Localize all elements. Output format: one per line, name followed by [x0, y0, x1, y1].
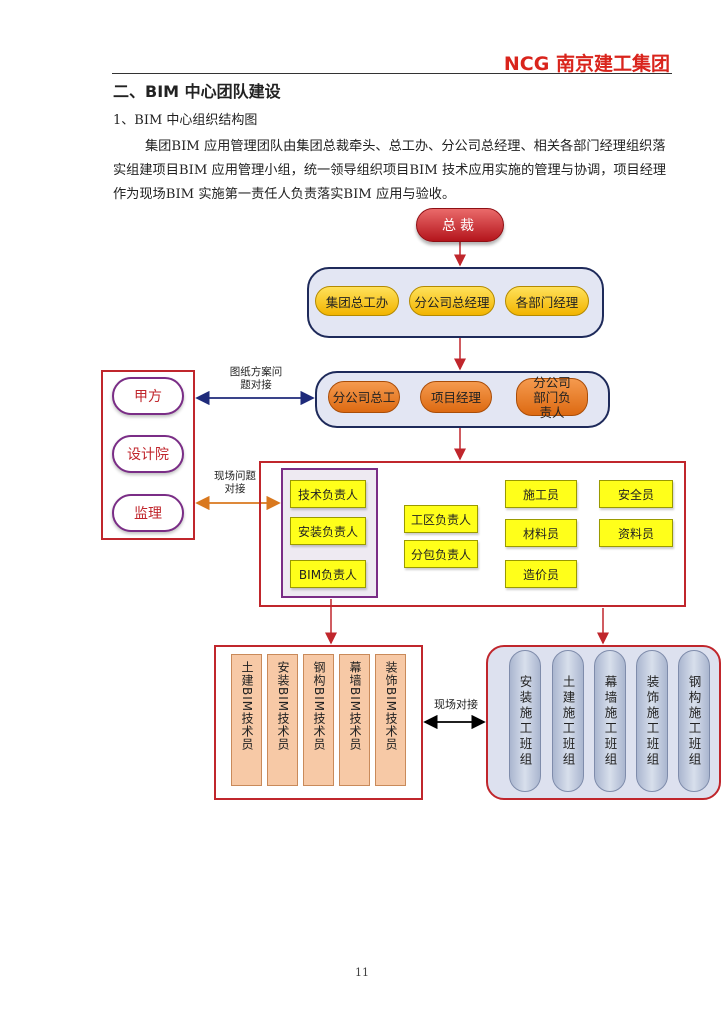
node-curtain-wall-team: 幕墙施工班组: [594, 650, 626, 792]
node-cost-estimator: 造价员: [505, 560, 577, 588]
label-drawing-coordination: 图纸方案问题对接: [229, 366, 283, 391]
subsection-title: 1、BIM 中心组织结构图: [113, 113, 258, 128]
section-title: 二、BIM 中心团队建设: [113, 82, 281, 101]
page-number: 11: [355, 966, 369, 979]
brand-code: NCG: [503, 53, 550, 75]
label-site-coordination: 现场对接: [434, 698, 478, 711]
node-project-manager: 项目经理: [420, 381, 492, 413]
node-installation-bim-tech: 安装BIM技术员: [267, 654, 298, 786]
node-steel-team: 钢构施工班组: [678, 650, 710, 792]
node-curtain-wall-bim-tech: 幕墙BIM技术员: [339, 654, 370, 786]
node-design-institute: 设计院: [112, 435, 184, 473]
node-group-chief-engineer-office: 集团总工办: [315, 286, 399, 316]
project-team-box: [259, 461, 686, 607]
node-president: 总裁: [416, 208, 504, 242]
node-bim-lead: BIM负责人: [290, 560, 366, 588]
node-decoration-team: 装饰施工班组: [636, 650, 668, 792]
node-department-managers: 各部门经理: [505, 286, 589, 316]
node-civil-team: 土建施工班组: [552, 650, 584, 792]
node-supervisor: 监理: [112, 494, 184, 532]
node-branch-chief-engineer: 分公司总工: [328, 381, 400, 413]
node-tech-lead: 技术负责人: [290, 480, 366, 508]
node-installation-team: 安装施工班组: [509, 650, 541, 792]
external-parties-box: [101, 370, 195, 540]
node-decoration-bim-tech: 装饰BIM技术员: [375, 654, 406, 786]
node-safety-officer: 安全员: [599, 480, 673, 508]
brand-header: NCG 南京建工集团: [504, 49, 670, 76]
node-construction-worker: 施工员: [505, 480, 577, 508]
node-branch-dept-head: 分公司部门负责人: [516, 375, 588, 420]
brand-name: 南京建工集团: [555, 53, 670, 75]
node-materials-officer: 材料员: [505, 519, 577, 547]
body-paragraph: 集团BIM 应用管理团队由集团总裁牵头、总工办、分公司总经理、相关各部门经理组织…: [113, 139, 667, 202]
node-civil-bim-tech: 土建BIM技术员: [231, 654, 262, 786]
label-site-issue-coordination: 现场问题对接: [214, 470, 256, 495]
node-client: 甲方: [112, 377, 184, 415]
header-rule: [112, 73, 672, 74]
node-document-officer: 资料员: [599, 519, 673, 547]
node-installation-lead: 安装负责人: [290, 517, 366, 545]
node-steel-bim-tech: 钢构BIM技术员: [303, 654, 334, 786]
node-work-area-lead: 工区负责人: [404, 505, 478, 533]
node-branch-general-manager: 分公司总经理: [409, 286, 495, 316]
node-subcontract-lead: 分包负责人: [404, 540, 478, 568]
